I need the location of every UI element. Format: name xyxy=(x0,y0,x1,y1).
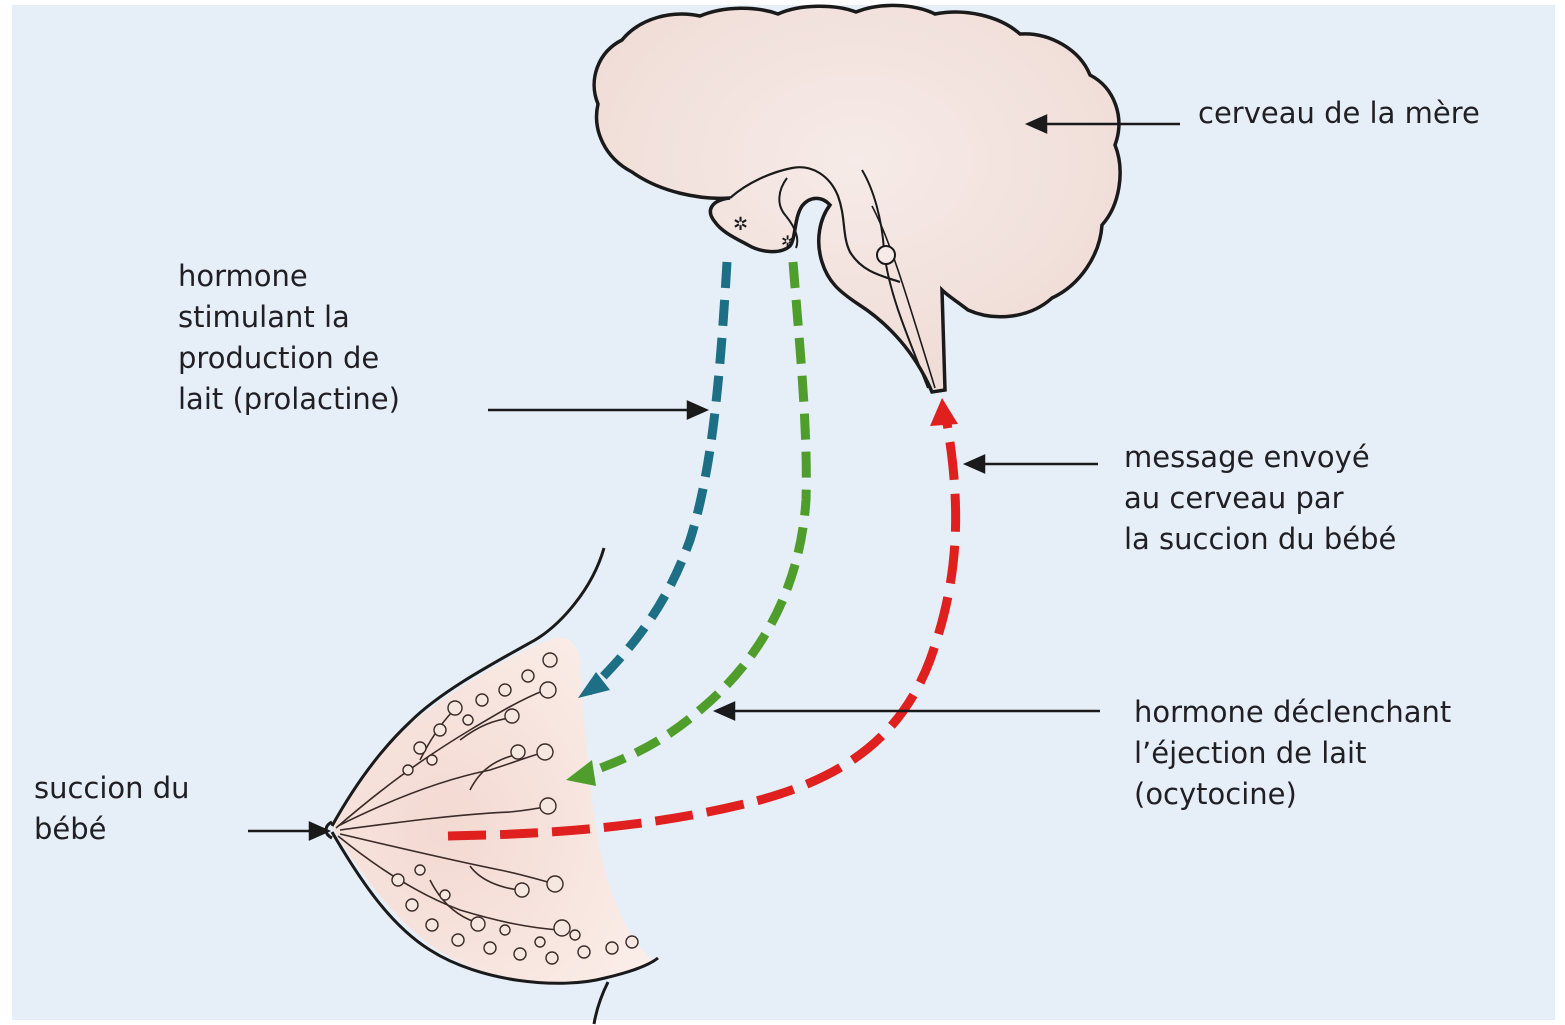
prolactin-label: hormone stimulant la production de lait … xyxy=(178,256,400,420)
message-label-line: message envoyé xyxy=(1124,437,1396,478)
lobule xyxy=(414,742,426,754)
lobule xyxy=(403,765,413,775)
lobule xyxy=(452,934,464,946)
brain-label: cerveau de la mère xyxy=(1198,93,1480,134)
ocytocin-label-line: hormone déclenchant xyxy=(1134,692,1451,733)
nerve-node xyxy=(877,246,895,264)
ocytocin-label-line: l’éjection de lait xyxy=(1134,733,1451,774)
lobule xyxy=(514,948,526,960)
prolactin-label-line: lait (prolactine) xyxy=(178,379,400,420)
brain-label-line: cerveau de la mère xyxy=(1198,93,1480,134)
lobule xyxy=(570,930,580,940)
lobule xyxy=(540,682,556,698)
ocytocin-label: hormone déclenchant l’éjection de lait (… xyxy=(1134,692,1451,815)
suckling-label-line: bébé xyxy=(34,809,190,850)
message-label: message envoyé au cerveau par la succion… xyxy=(1124,437,1396,560)
hypothalamus-star-icon: ✲ xyxy=(781,232,794,251)
lobule xyxy=(535,937,545,947)
lobule xyxy=(448,701,462,715)
lobule xyxy=(578,946,590,958)
lobule xyxy=(406,899,418,911)
lobule xyxy=(626,936,638,948)
message-label-line: au cerveau par xyxy=(1124,478,1396,519)
prolactin-label-line: production de xyxy=(178,338,400,379)
lobule xyxy=(415,865,425,875)
lobule xyxy=(554,920,570,936)
lobule xyxy=(606,942,618,954)
lobule xyxy=(434,724,446,736)
lobule xyxy=(440,890,450,900)
suckling-label: succion du bébé xyxy=(34,768,190,850)
lobule xyxy=(484,942,496,954)
lobule xyxy=(511,745,525,759)
lobule xyxy=(471,917,485,931)
pituitary-star-icon: ✲ xyxy=(733,214,748,235)
lobule xyxy=(427,755,437,765)
lobule xyxy=(515,883,529,897)
ocytocin-label-line: (ocytocine) xyxy=(1134,774,1451,815)
lobule xyxy=(505,709,519,723)
lobule xyxy=(537,744,553,760)
lobule xyxy=(463,715,473,725)
lobule xyxy=(547,876,563,892)
lobule xyxy=(543,653,557,667)
prolactin-label-line: stimulant la xyxy=(178,297,400,338)
message-label-line: la succion du bébé xyxy=(1124,519,1396,560)
lobule xyxy=(522,670,534,682)
lobule xyxy=(476,694,488,706)
suckling-label-line: succion du xyxy=(34,768,190,809)
lobule xyxy=(392,874,404,886)
lobule xyxy=(546,952,558,964)
lobule xyxy=(540,798,556,814)
lobule xyxy=(426,919,438,931)
lobule xyxy=(499,684,511,696)
lobule xyxy=(500,925,510,935)
prolactin-label-line: hormone xyxy=(178,256,400,297)
